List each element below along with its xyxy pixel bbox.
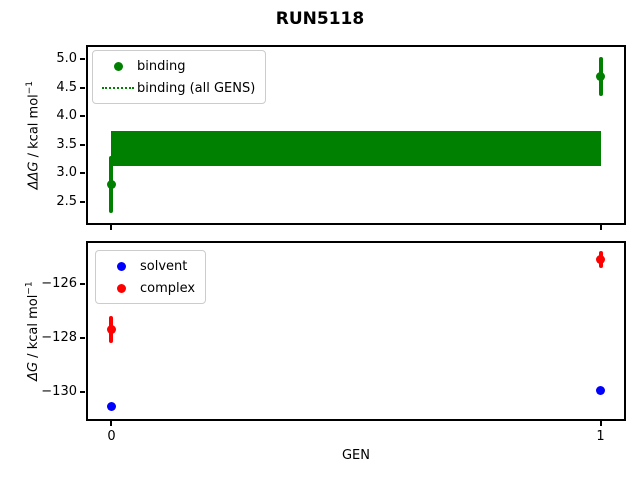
y-tick-3-5 [80, 143, 85, 146]
dotted-line-icon [99, 87, 137, 89]
solvent-point-gen0 [106, 402, 116, 411]
complex-marker-icon [102, 283, 140, 293]
legend-dg: solvent complex [95, 250, 207, 304]
binding-point-gen1 [596, 71, 606, 81]
complex-point-gen0 [106, 325, 116, 335]
axes-dg: solvent complex [86, 241, 626, 421]
y-tick-4-5 [80, 86, 85, 89]
y-tick-label-130: −130 [41, 383, 77, 399]
x-tick-0 [110, 421, 113, 426]
y-tick-126 [80, 282, 85, 285]
x-axis-label-gen: GEN [341, 448, 370, 463]
y-tick-4 [80, 115, 85, 118]
binding-marker-icon [99, 61, 137, 71]
binding-point-gen0 [106, 180, 116, 190]
y-tick-2-5 [80, 200, 85, 203]
binding-all-gens-mean-line [111, 147, 601, 150]
legend-label-binding: binding [137, 58, 186, 74]
y-tick-label-5: 5.0 [56, 51, 77, 67]
legend-entry-binding-all-gens: binding (all GENS) [99, 77, 255, 99]
legend-entry-solvent: solvent [102, 255, 195, 277]
legend-entry-complex: complex [102, 277, 195, 299]
x-tick-1 [599, 421, 602, 426]
x-tick-label-1: 1 [596, 429, 605, 444]
y-tick-label-4: 4.0 [56, 108, 77, 124]
y-tick-5 [80, 58, 85, 61]
y-tick-130 [80, 390, 85, 393]
legend-label-solvent: solvent [140, 258, 188, 274]
y-tick-label-128: −128 [41, 329, 77, 345]
x-tick-1 [599, 225, 602, 230]
legend-entry-binding: binding [99, 55, 255, 77]
y-tick-128 [80, 336, 85, 339]
legend-label-complex: complex [140, 280, 196, 296]
axes-ddg: binding binding (all GENS) [86, 45, 626, 225]
solvent-marker-icon [102, 261, 140, 271]
solvent-point-gen1 [596, 385, 606, 395]
y-tick-label-3: 3.0 [56, 165, 77, 181]
legend-label-binding-all-gens: binding (all GENS) [137, 80, 256, 96]
x-tick-0 [110, 225, 113, 230]
figure-title: RUN5118 [275, 9, 365, 29]
y-tick-label-4-5: 4.5 [56, 79, 77, 95]
complex-point-gen1 [596, 255, 606, 265]
x-tick-label-0: 0 [107, 429, 116, 444]
y-tick-3 [80, 172, 85, 175]
y-tick-label-2-5: 2.5 [56, 193, 77, 209]
legend-ddg: binding binding (all GENS) [92, 50, 267, 104]
y-tick-label-3-5: 3.5 [56, 136, 77, 152]
y-tick-label-126: −126 [41, 275, 77, 291]
